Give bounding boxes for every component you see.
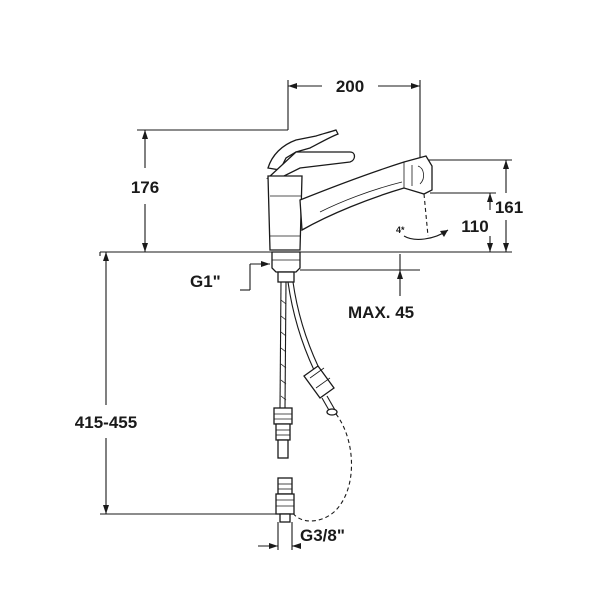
mounting-shank — [271, 251, 301, 283]
dimension-200-label: 200 — [336, 77, 364, 96]
dimension-g3-8: G3/8" — [258, 522, 345, 550]
g3-8-label: G3/8" — [300, 526, 345, 545]
pullout-spout — [299, 155, 433, 232]
dimension-g1: G1" — [190, 261, 270, 291]
rotation-indicator: 4* — [396, 193, 449, 240]
g1-label: G1" — [190, 272, 221, 291]
dimension-200: 200 — [287, 77, 421, 160]
dimension-161-label: 161 — [495, 198, 523, 217]
dimension-161: 161 — [420, 159, 523, 252]
dimension-176: 176 — [131, 129, 288, 252]
supply-connector — [273, 407, 293, 459]
faucet-body — [267, 175, 303, 251]
dimension-110: 110 — [430, 192, 496, 252]
dimension-415-455: 415-455 — [75, 252, 276, 515]
dimension-max-45: MAX. 45 — [300, 254, 420, 322]
dimension-415-455-label: 415-455 — [75, 413, 137, 432]
max-45-label: MAX. 45 — [348, 303, 414, 322]
dimension-176-label: 176 — [131, 178, 159, 197]
supply-hoses — [279, 281, 352, 522]
lower-fitting — [275, 477, 295, 523]
dimension-110-label: 110 — [461, 217, 488, 236]
rotation-mark-label: 4* — [396, 225, 405, 235]
